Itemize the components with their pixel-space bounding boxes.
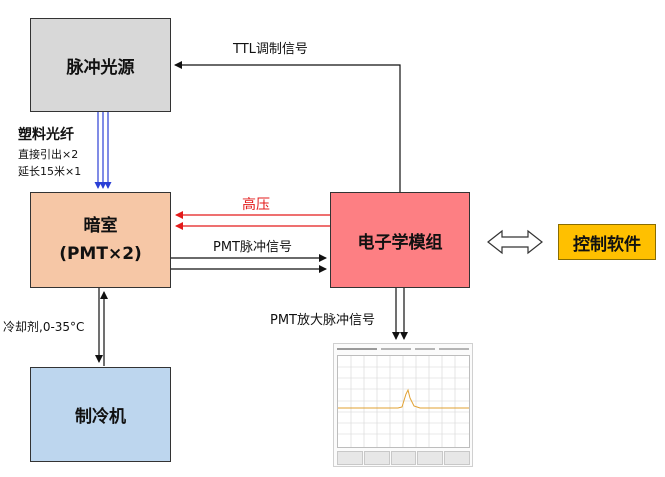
double-arrow-icon [487,229,543,255]
extension-label: 延长15米×1 [18,165,82,178]
dark-room-label: 暗室 [83,216,118,236]
scope-screen [337,355,470,448]
high-voltage-label: 高压 [242,197,270,213]
pmt-pulse-label: PMT脉冲信号 [213,240,292,255]
oscilloscope-image [333,343,473,467]
scope-softkey [444,451,470,465]
control-software-label: 控制软件 [573,234,641,255]
scope-header-bar [337,348,469,350]
dark-room-pmt-label: (PMT×2) [59,244,142,264]
coolant-label: 冷却剂,0-35°C [3,320,85,334]
dark-room-box: 暗室 (PMT×2) [30,192,171,288]
pulse-light-source-box: 脉冲光源 [30,18,171,112]
pmt-amplified-label: PMT放大脉冲信号 [270,313,375,328]
cooler-box: 制冷机 [30,367,171,462]
electronics-module-label: 电子学模组 [357,232,443,253]
scope-softkey [337,451,363,465]
scope-softkey [363,451,390,465]
control-software-box: 控制软件 [558,224,656,260]
oscilloscope-trace-icon [338,356,469,447]
cooler-label: 制冷机 [75,407,126,427]
ttl-arrow [174,61,401,192]
electronics-module-box: 电子学模组 [330,192,470,288]
scope-softkey [390,451,417,465]
direct-lead-label: 直接引出×2 [18,148,79,161]
scope-softkey-bar [337,451,470,465]
plastic-fiber-label: 塑料光纤 [18,127,74,143]
pulse-light-source-label: 脉冲光源 [66,57,135,78]
ttl-signal-label: TTL调制信号 [233,42,308,57]
scope-softkey [417,451,444,465]
